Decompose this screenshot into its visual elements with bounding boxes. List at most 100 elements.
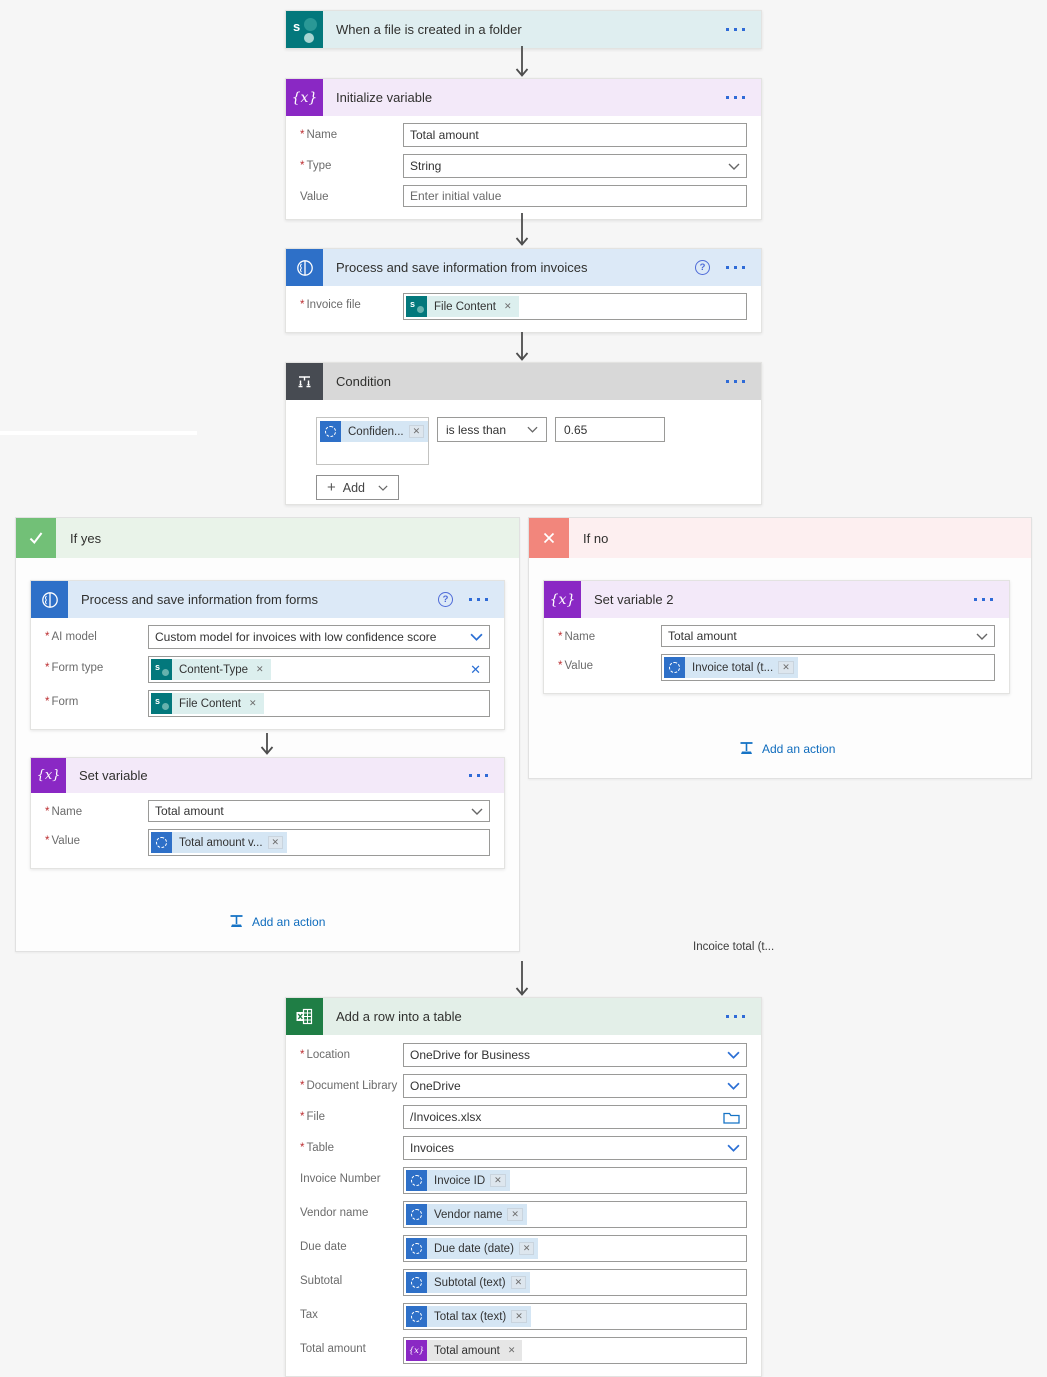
confidence-token[interactable]: Confiden... ✕: [320, 421, 429, 442]
subtotal-token[interactable]: Subtotal (text) ✕: [406, 1272, 531, 1293]
variable-icon: {x}: [286, 79, 323, 116]
set-variable-2-value-input[interactable]: Invoice total (t... ✕: [661, 654, 995, 681]
ai-model-select[interactable]: Custom model for invoices with low confi…: [148, 625, 490, 649]
condition-value-input[interactable]: 0.65: [555, 417, 665, 442]
invoice-number-input[interactable]: Invoice ID ✕: [403, 1167, 747, 1194]
menu-ellipsis-icon[interactable]: [467, 594, 490, 605]
menu-ellipsis-icon[interactable]: [467, 770, 490, 781]
required-marker: *: [300, 129, 305, 141]
chevron-down-icon: [721, 1082, 740, 1090]
clear-field-icon[interactable]: ✕: [470, 661, 481, 677]
menu-ellipsis-icon[interactable]: [724, 1011, 747, 1022]
vendor-name-token[interactable]: Vendor name ✕: [406, 1204, 527, 1225]
table-select[interactable]: Invoices: [403, 1136, 747, 1160]
required-marker: *: [45, 806, 50, 818]
total-amount-value-token[interactable]: Total amount v... ✕: [151, 832, 288, 853]
add-row-header[interactable]: Add a row into a table: [286, 998, 761, 1035]
content-type-token[interactable]: s Content-Type ✕: [151, 659, 271, 680]
total-amount-input[interactable]: {x} Total amount ✕: [403, 1337, 747, 1364]
remove-token-icon[interactable]: ✕: [267, 836, 284, 849]
ai-dynamic-content-icon: [406, 1170, 427, 1191]
due-date-input[interactable]: Due date (date) ✕: [403, 1235, 747, 1262]
add-row-title: Add a row into a table: [336, 1009, 462, 1024]
condition-icon: [286, 363, 323, 400]
if-yes-header[interactable]: If yes: [16, 518, 519, 558]
location-select[interactable]: OneDrive for Business: [403, 1043, 747, 1067]
variable-value-input[interactable]: Enter initial value: [403, 185, 747, 207]
trigger-card: s When a file is created in a folder: [285, 10, 762, 49]
add-action-button[interactable]: Add an action: [738, 740, 835, 757]
menu-ellipsis-icon[interactable]: [972, 594, 995, 605]
condition-add-button[interactable]: + Add: [316, 475, 400, 500]
remove-token-icon[interactable]: ✕: [249, 698, 257, 708]
remove-token-icon[interactable]: ✕: [518, 1242, 535, 1255]
sharepoint-icon: s: [406, 296, 427, 317]
process-invoices-header[interactable]: Process and save information from invoic…: [286, 249, 761, 286]
menu-ellipsis-icon[interactable]: [724, 24, 747, 35]
menu-ellipsis-icon[interactable]: [724, 262, 747, 273]
file-content-token[interactable]: s File Content ✕: [151, 693, 264, 714]
tax-input[interactable]: Total tax (text) ✕: [403, 1303, 747, 1330]
set-variable-2-name-select[interactable]: Total amount: [661, 625, 995, 647]
remove-token-icon[interactable]: ✕: [504, 301, 512, 311]
form-label: *Form: [45, 696, 79, 708]
form-type-input[interactable]: s Content-Type ✕ ✕: [148, 656, 490, 683]
initialize-variable-header[interactable]: {x} Initialize variable: [286, 79, 761, 116]
variable-icon: {x}: [544, 581, 581, 618]
remove-token-icon[interactable]: ✕: [510, 1276, 527, 1289]
menu-ellipsis-icon[interactable]: [724, 376, 747, 387]
remove-token-icon[interactable]: ✕: [490, 1174, 506, 1187]
remove-token-icon[interactable]: ✕: [408, 425, 425, 438]
value-label: Value: [300, 191, 329, 203]
if-no-header[interactable]: If no: [529, 518, 1031, 558]
invoice-file-input[interactable]: s File Content ✕: [403, 293, 747, 320]
file-label: *File: [300, 1111, 326, 1123]
subtotal-input[interactable]: Subtotal (text) ✕: [403, 1269, 747, 1296]
total-amount-label: Total amount: [300, 1343, 366, 1355]
if-yes-label: If yes: [70, 530, 102, 546]
process-invoices-card: Process and save information from invoic…: [285, 248, 762, 333]
add-action-button[interactable]: Add an action: [228, 913, 325, 930]
process-forms-title: Process and save information from forms: [81, 592, 318, 607]
set-variable-name-select[interactable]: Total amount: [148, 800, 490, 822]
help-icon[interactable]: ?: [695, 260, 710, 275]
file-content-token[interactable]: s File Content ✕: [406, 296, 519, 317]
excel-icon: [286, 998, 323, 1035]
variable-name-input[interactable]: Total amount: [403, 123, 747, 147]
trigger-card-header[interactable]: s When a file is created in a folder: [286, 11, 761, 48]
ai-dynamic-content-icon: [406, 1204, 427, 1225]
total-amount-variable-token[interactable]: {x} Total amount ✕: [406, 1340, 523, 1361]
due-date-token[interactable]: Due date (date) ✕: [406, 1238, 539, 1259]
condition-operand-input[interactable]: Confiden... ✕: [316, 417, 429, 465]
set-variable-card: {x} Set variable *Name Total amount *Val…: [30, 757, 505, 869]
set-variable-2-card: {x} Set variable 2 *Name Total amount *V…: [543, 580, 1010, 694]
remove-token-icon[interactable]: ✕: [256, 664, 264, 674]
invoice-file-label: *Invoice file: [300, 299, 361, 311]
required-marker: *: [300, 1049, 305, 1061]
form-input[interactable]: s File Content ✕: [148, 690, 490, 717]
set-variable-2-header[interactable]: {x} Set variable 2: [544, 581, 1009, 618]
file-path-input[interactable]: /Invoices.xlsx: [403, 1105, 747, 1129]
invoice-total-token[interactable]: Invoice total (t... ✕: [664, 657, 798, 678]
variable-type-select[interactable]: String: [403, 154, 747, 178]
add-action-icon: [740, 742, 753, 754]
remove-token-icon[interactable]: ✕: [511, 1310, 527, 1323]
document-library-select[interactable]: OneDrive: [403, 1074, 747, 1098]
required-marker: *: [300, 160, 305, 172]
folder-picker-icon[interactable]: [717, 1111, 740, 1124]
process-forms-header[interactable]: Process and save information from forms …: [31, 581, 504, 618]
condition-operator-select[interactable]: is less than: [437, 417, 547, 442]
set-variable-value-input[interactable]: Total amount v... ✕: [148, 829, 490, 856]
vendor-name-input[interactable]: Vendor name ✕: [403, 1201, 747, 1228]
menu-ellipsis-icon[interactable]: [724, 92, 747, 103]
remove-token-icon[interactable]: ✕: [778, 661, 794, 674]
chevron-down-icon: [464, 633, 483, 641]
help-icon[interactable]: ?: [438, 592, 453, 607]
remove-token-icon[interactable]: ✕: [507, 1345, 516, 1355]
if-no-label: If no: [583, 530, 609, 546]
remove-token-icon[interactable]: ✕: [507, 1208, 523, 1221]
set-variable-header[interactable]: {x} Set variable: [31, 758, 504, 793]
invoice-id-token[interactable]: Invoice ID ✕: [406, 1170, 510, 1191]
condition-header[interactable]: Condition: [286, 363, 761, 400]
total-tax-token[interactable]: Total tax (text) ✕: [406, 1306, 531, 1327]
